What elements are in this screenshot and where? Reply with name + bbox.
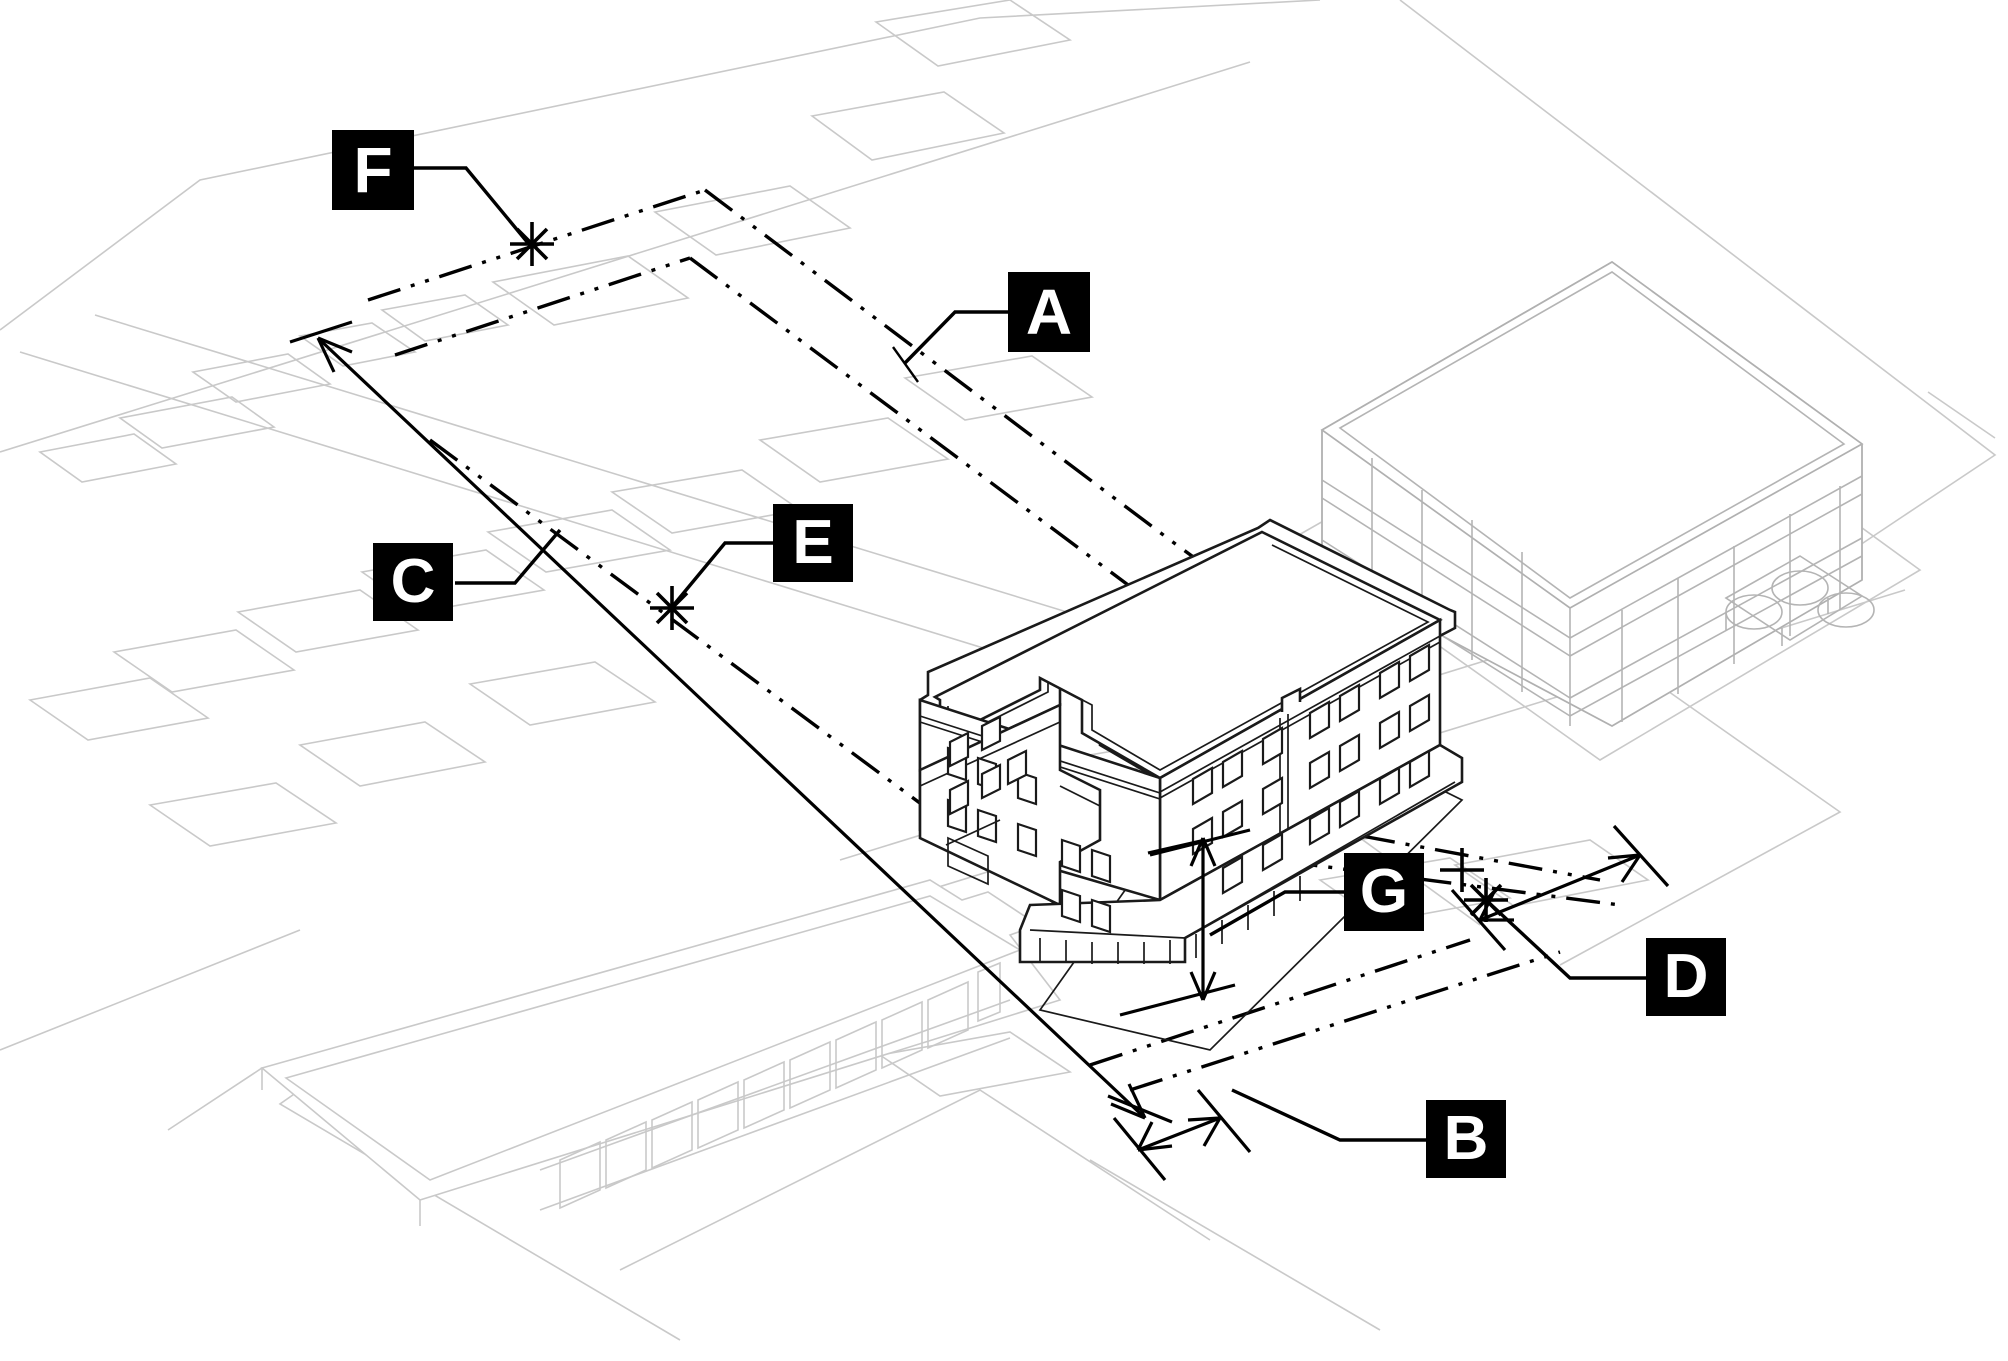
- callout-label-d[interactable]: D: [1646, 938, 1726, 1016]
- dimension-line-D: [1479, 853, 1641, 922]
- callout-label-f[interactable]: F: [332, 130, 414, 210]
- leader-C: [455, 528, 562, 585]
- window-grid-step: [948, 715, 1028, 816]
- callout-label-b[interactable]: B: [1426, 1100, 1506, 1178]
- dimension-line-B: [1137, 1116, 1221, 1152]
- existing-building-north: [1288, 260, 1922, 761]
- marker-asterisk-E: [650, 586, 694, 630]
- marker-tick-A: [892, 346, 919, 383]
- leader-G: [1209, 890, 1344, 937]
- setback-line-south: [1089, 938, 1471, 1067]
- marker-asterisk-G: [1440, 848, 1484, 892]
- leader-E: [670, 541, 773, 609]
- leader-F: [414, 166, 530, 245]
- leader-D: [1484, 898, 1646, 980]
- marker-asterisk-D: [1464, 878, 1508, 922]
- colonnade-bays: [559, 961, 1001, 1210]
- callout-label-g[interactable]: G: [1344, 853, 1424, 931]
- existing-building-south: [167, 879, 1062, 1341]
- leader-B: [1231, 1088, 1426, 1142]
- setback-line-north: [394, 256, 691, 357]
- leader-A: [903, 310, 1008, 365]
- dimension-line-C: [316, 336, 1147, 1120]
- callout-label-a[interactable]: A: [1008, 272, 1090, 352]
- marker-asterisk-F: [510, 222, 554, 266]
- parking-stalls-west: [147, 661, 658, 847]
- callout-leaders: [414, 166, 1508, 922]
- callout-label-c[interactable]: C: [373, 543, 453, 621]
- setback-line-southeast: [1129, 950, 1561, 1092]
- callout-label-e[interactable]: E: [773, 504, 853, 582]
- dimension-lines: [289, 320, 1670, 1182]
- window-grid-right: [1191, 643, 1431, 895]
- parking-stalls-north: [38, 0, 1073, 483]
- new-building: [918, 518, 1464, 1051]
- setback-line-east: [688, 256, 1177, 622]
- podium-bays: [1039, 876, 1301, 964]
